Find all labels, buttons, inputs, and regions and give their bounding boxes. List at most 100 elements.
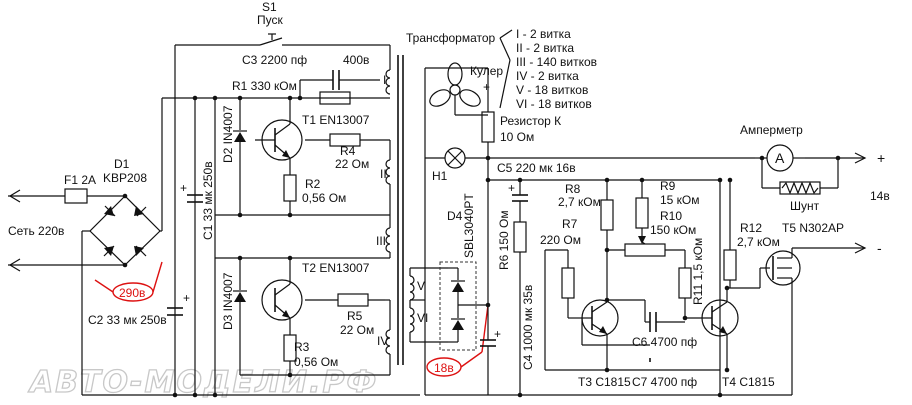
fuse-f1-label: F1 2A — [64, 173, 96, 187]
bridge-d1-type: KBP208 — [103, 171, 147, 185]
c1-label: C1 33 мк 250в — [201, 161, 215, 240]
resistor-r5 — [305, 293, 385, 307]
t2-label: T2 EN13007 — [302, 261, 370, 275]
c6-label: C6 4700 пф — [632, 335, 697, 349]
t4-label: T4 C1815 — [722, 375, 775, 389]
r6-label: R6 150 Ом — [497, 210, 511, 270]
watermark: АВТО-МОДЕЛИ.РФ — [28, 365, 378, 400]
svg-text:+: + — [494, 327, 501, 341]
c2-label: C2 33 мк 250в — [88, 313, 167, 327]
cooler-plus: + — [483, 80, 490, 94]
mains-label: Сеть 220в — [8, 224, 64, 238]
resistor-r7 — [545, 249, 582, 319]
r8-value: 2,7 кОм — [558, 195, 601, 209]
potentiometer-r10 — [607, 236, 685, 257]
capacitor-c7 — [581, 318, 651, 362]
lamp-h1-icon — [425, 147, 488, 169]
t1-label: T1 EN13007 — [302, 113, 370, 127]
cooler-label: Кулер — [470, 64, 503, 78]
r2-label: R2 — [305, 177, 321, 191]
r1-label: R1 330 кОм — [232, 79, 297, 93]
secondary-frame — [424, 67, 720, 396]
c3-label: C3 2200 пф — [242, 53, 307, 67]
svg-text:+: + — [183, 291, 190, 305]
winding-4-label: IV — [377, 334, 388, 348]
t5-label: T5 N302AP — [782, 221, 844, 235]
r9-label: R9 — [660, 179, 676, 193]
diode-d4 — [439, 261, 488, 351]
r8-label: R8 — [565, 182, 581, 196]
resistor-k-value: 10 Ом — [500, 130, 534, 144]
capacitor-c5: + — [488, 179, 720, 222]
transformer-core — [397, 55, 404, 365]
r4-label: R4 — [340, 144, 356, 158]
rails — [82, 44, 420, 396]
transistor-t1 — [255, 98, 303, 161]
r5-label: R5 — [347, 309, 363, 323]
output-minus: - — [877, 240, 882, 256]
control-frame — [544, 180, 721, 395]
winding-5 — [409, 267, 448, 301]
winding-2-label: II — [380, 167, 387, 181]
winding-list-item: V - 18 витков — [516, 83, 588, 97]
voltage-290-label: 290в — [119, 286, 145, 300]
svg-text:+: + — [508, 181, 515, 195]
r5-value: 22 Ом — [340, 323, 374, 337]
r9-value: 15 кОм — [660, 193, 700, 207]
winding-list-item: IV - 2 витка — [516, 69, 579, 83]
r3-value: 0,56 Ом — [294, 355, 338, 369]
c4-label: C4 1000 мк 35в — [521, 285, 535, 370]
c5-label: C5 220 мк 16в — [497, 161, 576, 175]
c3-voltage: 400в — [343, 53, 369, 67]
r10-value: 150 кОм — [650, 223, 696, 237]
ammeter-symbol: A — [775, 150, 785, 166]
winding-1-label: I — [383, 73, 386, 87]
r12-value: 2,7 кОм — [737, 235, 780, 249]
switch-s1 — [259, 33, 283, 46]
resistor-r2 — [215, 174, 390, 216]
d4-label: D4 — [447, 209, 463, 223]
lamp-h1-label: H1 — [432, 169, 448, 183]
resistor-k-label: Резистор К — [500, 114, 561, 128]
capacitor-c2: + — [167, 291, 190, 316]
winding-4 — [240, 299, 391, 376]
winding-list-item: II - 2 витка — [516, 41, 574, 55]
c7-label: C7 4700 пф — [632, 375, 697, 389]
svg-text:+: + — [180, 181, 187, 195]
capacitor-c3 — [300, 70, 380, 90]
winding-6 — [409, 299, 448, 343]
r2-value: 0,56 Ом — [302, 191, 346, 205]
winding-2 — [385, 140, 391, 215]
winding-5-label: V — [417, 279, 425, 293]
winding-list-item: III - 140 витков — [516, 55, 597, 69]
r4-value: 22 Ом — [335, 157, 369, 171]
ammeter-label: Амперметр — [740, 123, 803, 137]
winding-list-item: I - 2 витка — [516, 27, 571, 41]
d4-type: SBL3040PT — [462, 193, 476, 258]
switch-s1-label: S1 — [262, 0, 277, 14]
winding-list-item: VI - 18 витков — [516, 97, 592, 111]
capacitor-c1: + — [180, 181, 203, 203]
r12-label: R12 — [740, 221, 762, 235]
output-voltage: 14в — [870, 189, 890, 203]
negative-rail — [792, 242, 867, 254]
winding-brace — [499, 29, 513, 109]
resistor-k — [481, 111, 495, 158]
r11-label: R11 1,5 кОм — [691, 238, 705, 305]
diode-d2 — [233, 98, 247, 215]
voltage-18-label: 18в — [434, 361, 454, 375]
resistor-r8 — [600, 180, 614, 300]
transformer-label: Трансформатор — [406, 31, 496, 45]
resistor-r9 — [635, 180, 649, 242]
winding-list: I - 2 витка II - 2 витка III - 140 витко… — [516, 27, 597, 111]
resistor-r12 — [723, 180, 760, 289]
positive-rail — [487, 152, 867, 180]
r7-label: R7 — [562, 217, 578, 231]
diode-d3 — [233, 258, 247, 375]
transistor-t4 — [685, 288, 739, 370]
resistor-r3 — [283, 334, 297, 375]
winding-1 — [380, 44, 391, 95]
r10-label: R10 — [660, 209, 682, 223]
